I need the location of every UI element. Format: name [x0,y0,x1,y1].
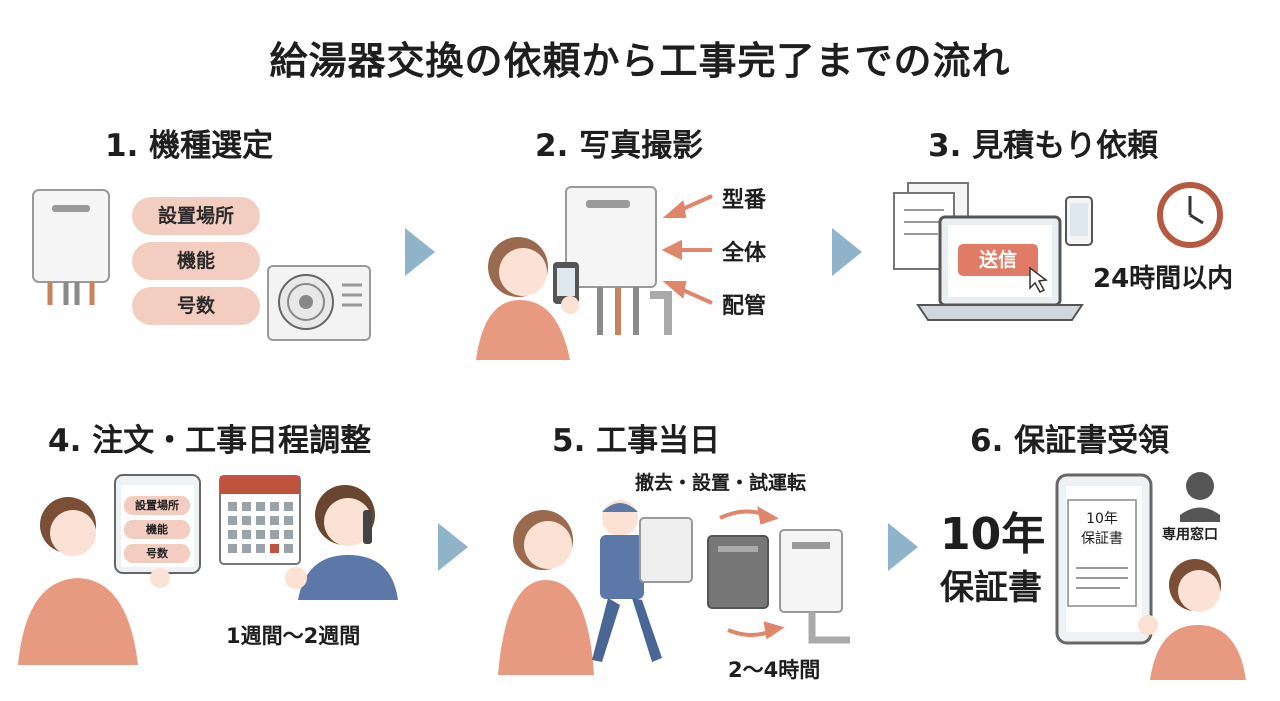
calendar-day [284,530,293,539]
step-1-pill-location: 設置場所 [132,197,260,235]
new-heater-icon [779,529,850,644]
step-3-time: 24時間以内 [1093,264,1234,294]
step-5-duration: 2〜4時間 [728,658,821,682]
worker-icon [592,500,693,662]
step-5-heading: 5. 工事当日 [552,423,721,459]
phone-warranty-icon [1055,473,1153,645]
calendar-day [284,544,293,553]
clock-icon [1157,182,1223,248]
old-heater-icon [707,535,769,609]
step-3-heading: 3. 見積もり依頼 [928,128,1159,164]
receiving-woman-icon [1138,559,1246,680]
calendar-day [242,502,251,511]
page-title: 給湯器交換の依頼から工事完了までの流れ [269,39,1011,83]
step-arrow-3-icon [438,523,468,571]
step-arrow-4-icon [888,523,918,571]
calendar-day [242,516,251,525]
tablet-item-location: 設置場所 [135,499,179,512]
calendar-day [242,530,251,539]
tablet-item-capacity: 号数 [146,547,168,560]
step-2-label-piping: 配管 [722,294,767,319]
support-desk-label: 専用窓口 [1162,527,1218,543]
process-arrows-icon [719,506,785,640]
calendar-day [228,516,237,525]
step-2-label-model: 型番 [722,188,767,213]
warranty-doc-big: 保証書 [940,568,1042,608]
phone-doc-name: 保証書 [1081,531,1123,547]
operator-woman-icon [285,485,398,600]
calendar-day [256,502,265,511]
warranty-years-big: 10年 [940,509,1046,560]
calendar-day [284,516,293,525]
calendar-day [270,502,279,511]
step-arrow-2-icon [832,228,862,276]
calendar-day [256,544,265,553]
step-5-tasks: 撤去・設置・試運転 [635,472,807,494]
phone-doc-years: 10年 [1086,511,1118,527]
customer-woman-icon [498,510,594,675]
pointer-arrows-icon [661,194,713,305]
step-1-pill-capacity: 号数 [132,287,260,325]
step-2-label-overall: 全体 [722,241,767,266]
step-arrow-1-icon [405,228,435,276]
calendar-day [228,544,237,553]
calendar-day [270,516,279,525]
calendar-day [270,544,279,553]
headset-operator-icon [1180,472,1220,522]
calendar-day [270,530,279,539]
calendar-day [284,502,293,511]
calendar-day [242,544,251,553]
calendar-day [256,516,265,525]
step-2-heading: 2. 写真撮影 [535,128,704,164]
calendar-day [228,502,237,511]
step-1-heading: 1. 機種選定 [105,128,274,164]
step-4-duration: 1週間〜2週間 [226,624,361,648]
tablet-item-function: 機能 [146,523,168,536]
calendar-day [256,530,265,539]
laptop-icon [916,215,1084,321]
man-with-tablet-icon [18,474,201,665]
water-heater-icon [32,189,110,305]
step-6-heading: 6. 保証書受領 [970,423,1170,459]
calendar-day [228,530,237,539]
send-button: 送信 [978,249,1017,271]
step-1-pill-function: 機能 [132,242,260,280]
step-4-heading: 4. 注文・工事日程調整 [48,423,372,459]
calendar-grid-icon [228,502,293,553]
installed-heater-icon [565,186,672,335]
smartphone-icon [1065,196,1093,246]
outdoor-unit-icon [267,265,371,341]
woman-with-phone-icon [476,237,579,360]
